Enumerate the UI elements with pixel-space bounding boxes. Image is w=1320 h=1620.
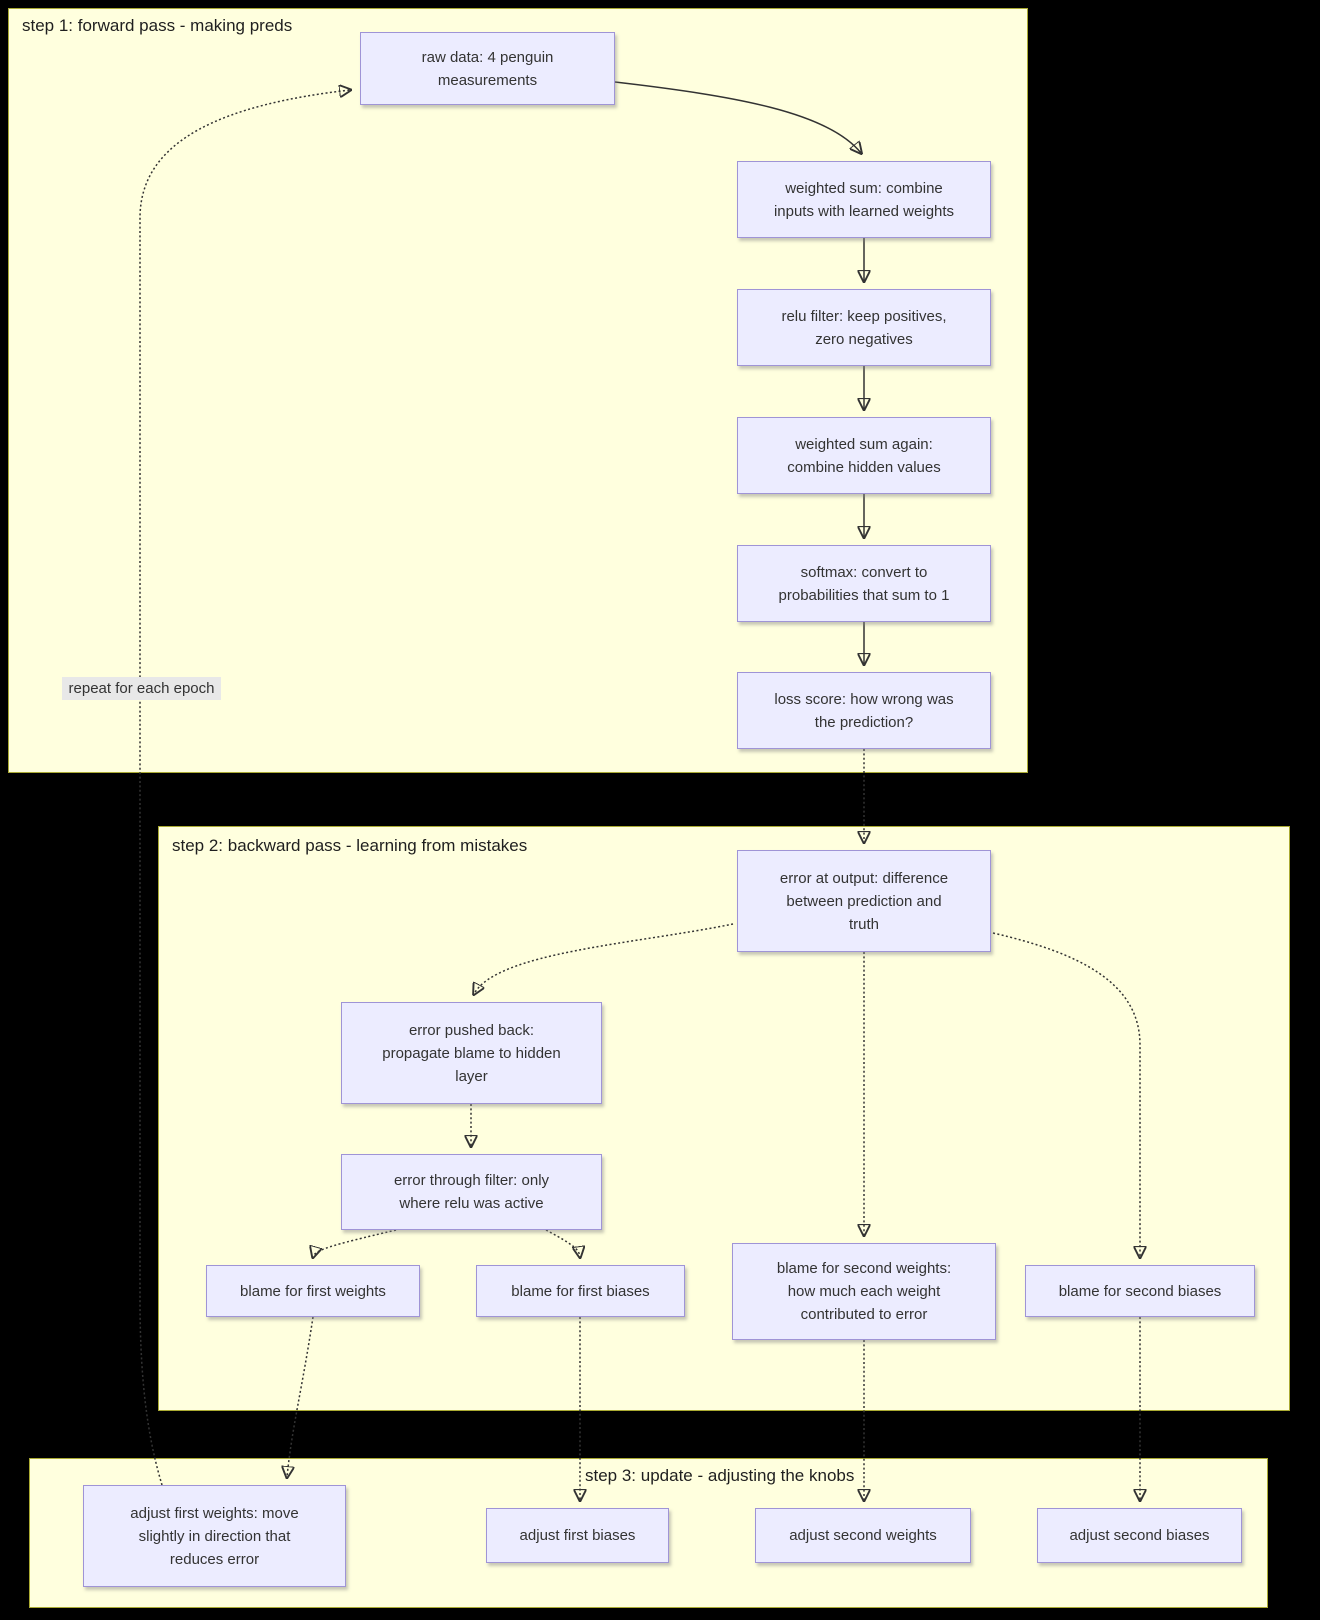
node-adjust-first-weights: adjust first weights: move slightly in d… bbox=[83, 1485, 346, 1587]
edge-error-output-to-error-pushed bbox=[474, 923, 734, 994]
node-blame-first-weights: blame for first weights bbox=[206, 1265, 420, 1317]
cluster-step1-forward-pass bbox=[8, 8, 1028, 773]
cluster-step2-title: step 2: backward pass - learning from mi… bbox=[172, 836, 528, 855]
edge-error-filter-to-blame-first-biases bbox=[545, 1229, 580, 1257]
node-adjust-first-biases: adjust first biases bbox=[486, 1508, 669, 1563]
node-raw-data: raw data: 4 penguin measurements bbox=[360, 32, 615, 105]
node-adjust-second-weights: adjust second weights bbox=[755, 1508, 971, 1563]
node-blame-second-weights: blame for second weights: how much each … bbox=[732, 1243, 996, 1340]
cluster-step1-title: step 1: forward pass - making preds bbox=[22, 16, 293, 35]
edge-error-output-to-blame-second-biases bbox=[992, 932, 1140, 1257]
node-softmax: softmax: convert to probabilities that s… bbox=[737, 545, 991, 622]
node-blame-second-biases: blame for second biases bbox=[1025, 1265, 1255, 1317]
node-error-through-filter: error through filter: only where relu wa… bbox=[341, 1154, 602, 1230]
node-weighted-sum-again: weighted sum again: combine hidden value… bbox=[737, 417, 991, 494]
node-weighted-sum: weighted sum: combine inputs with learne… bbox=[737, 161, 991, 238]
edge-label-repeat-epoch: repeat for each epoch bbox=[62, 677, 221, 700]
node-adjust-second-biases: adjust second biases bbox=[1037, 1508, 1242, 1563]
node-blame-first-biases: blame for first biases bbox=[476, 1265, 685, 1317]
cluster-step3-title: step 3: update - adjusting the knobs bbox=[585, 1466, 855, 1485]
edge-blame-w1-to-adjust-w1 bbox=[287, 1316, 314, 1477]
node-error-pushed-back: error pushed back: propagate blame to hi… bbox=[341, 1002, 602, 1104]
node-error-at-output: error at output: difference between pred… bbox=[737, 850, 991, 952]
node-relu-filter: relu filter: keep positives, zero negati… bbox=[737, 289, 991, 366]
edge-raw-to-weighted-sum bbox=[614, 81, 861, 153]
node-loss-score: loss score: how wrong was the prediction… bbox=[737, 672, 991, 749]
edge-error-filter-to-blame-first-weights bbox=[313, 1229, 397, 1257]
